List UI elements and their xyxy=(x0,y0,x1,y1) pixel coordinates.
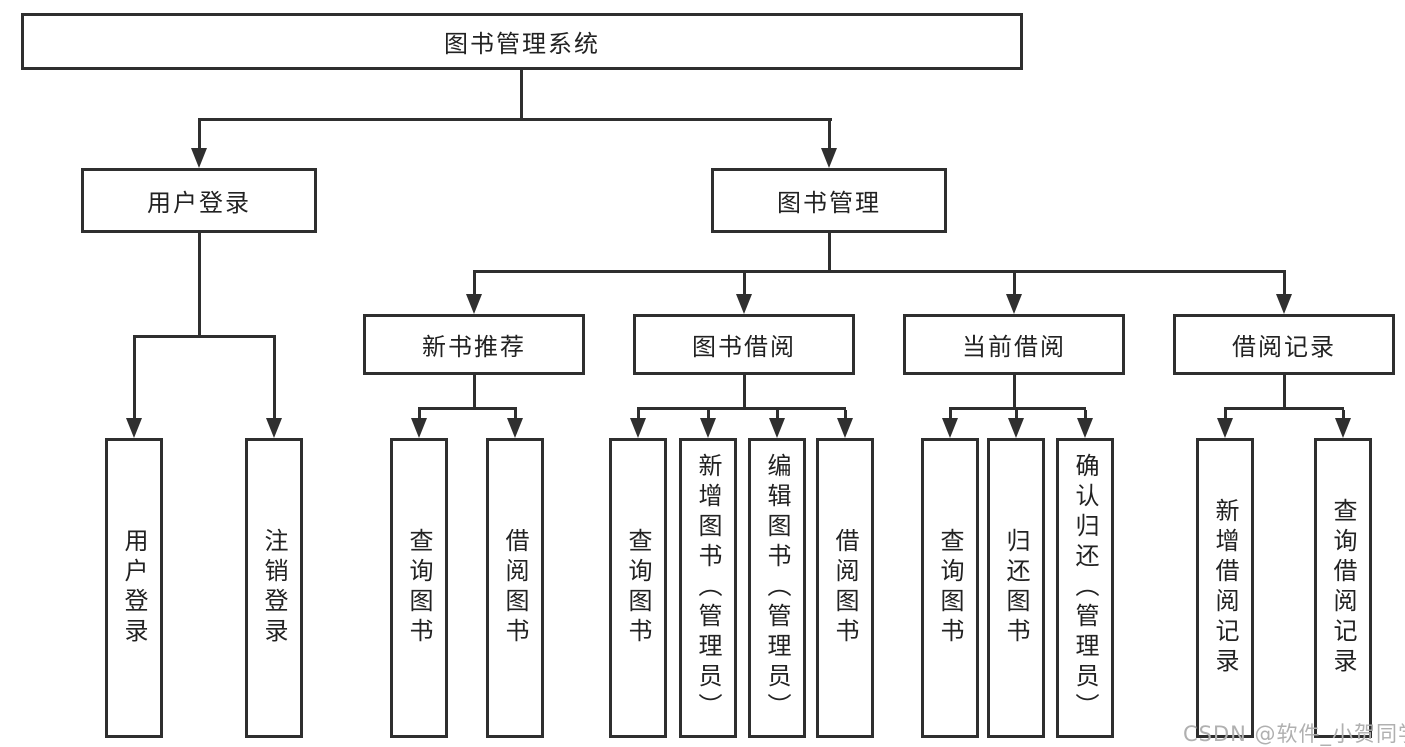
leaf-add-books-admin: 新增图书（管理员） xyxy=(679,438,737,738)
node-label: 图书管理系统 xyxy=(444,30,600,58)
csdn-watermark: CSDN @软件_小贺同学 xyxy=(1183,722,1405,746)
leaf-query-books-borrow: 查询图书 xyxy=(609,438,667,738)
node-user-login: 用户登录 xyxy=(81,168,317,233)
arrow-down-icon xyxy=(630,418,646,438)
arrow-down-icon xyxy=(736,294,752,314)
connector-stem xyxy=(949,410,952,420)
connector-stem xyxy=(1224,410,1227,420)
arrow-down-icon xyxy=(769,418,785,438)
leaf-borrow-books-recommend: 借阅图书 xyxy=(486,438,544,738)
leaf-label: 查询借阅记录 xyxy=(1329,498,1357,678)
arrow-down-icon xyxy=(126,418,142,438)
arrow-down-icon xyxy=(837,418,853,438)
connector-stem xyxy=(273,338,276,420)
arrow-down-icon xyxy=(1008,418,1024,438)
connector-recommend-bar xyxy=(418,407,517,410)
connector-stem xyxy=(133,338,136,420)
connector-stem xyxy=(473,273,476,296)
connector-stem xyxy=(1015,410,1018,420)
leaf-label: 编辑图书（管理员） xyxy=(763,453,791,723)
connector-userlogin-bar xyxy=(133,335,276,338)
connector-stem xyxy=(776,410,779,420)
leaf-query-books-recommend: 查询图书 xyxy=(390,438,448,738)
leaf-logout: 注销登录 xyxy=(245,438,303,738)
leaf-query-borrow-record: 查询借阅记录 xyxy=(1314,438,1372,738)
leaf-label: 查询图书 xyxy=(405,528,433,648)
node-current-borrowing: 当前借阅 xyxy=(903,314,1125,375)
node-book-management: 图书管理 xyxy=(711,168,947,233)
connector-stem xyxy=(743,273,746,296)
connector-recommend-stem xyxy=(473,375,476,410)
connector-stem xyxy=(828,121,831,150)
connector-stem xyxy=(1084,410,1087,420)
leaf-borrow-books: 借阅图书 xyxy=(816,438,874,738)
node-library-management-system: 图书管理系统 xyxy=(21,13,1023,70)
connector-bookmgmt-stem xyxy=(828,233,831,273)
connector-current-bar xyxy=(949,407,1086,410)
arrow-down-icon xyxy=(942,418,958,438)
arrow-down-icon xyxy=(1217,418,1233,438)
arrow-down-icon xyxy=(1077,418,1093,438)
connector-stem xyxy=(707,410,710,420)
connector-records-stem xyxy=(1283,375,1286,410)
leaf-add-borrow-record: 新增借阅记录 xyxy=(1196,438,1254,738)
node-label: 当前借阅 xyxy=(962,333,1066,361)
leaf-query-books-current: 查询图书 xyxy=(921,438,979,738)
leaf-label: 借阅图书 xyxy=(501,528,529,648)
connector-stem xyxy=(844,410,847,420)
node-label: 借阅记录 xyxy=(1232,333,1336,361)
arrow-down-icon xyxy=(1335,418,1351,438)
leaf-label: 查询图书 xyxy=(624,528,652,648)
node-label: 用户登录 xyxy=(147,189,251,217)
connector-stem xyxy=(1013,273,1016,296)
connector-stem xyxy=(637,410,640,420)
leaf-label: 用户登录 xyxy=(120,528,148,648)
arrow-down-icon xyxy=(507,418,523,438)
arrow-down-icon xyxy=(821,148,837,168)
arrow-down-icon xyxy=(411,418,427,438)
node-label: 图书借阅 xyxy=(692,333,796,361)
arrow-down-icon xyxy=(466,294,482,314)
arrow-down-icon xyxy=(700,418,716,438)
arrow-down-icon xyxy=(266,418,282,438)
leaf-label: 查询图书 xyxy=(936,528,964,648)
leaf-label: 新增借阅记录 xyxy=(1211,498,1239,678)
arrow-down-icon xyxy=(1276,294,1292,314)
node-label: 图书管理 xyxy=(777,189,881,217)
leaf-label: 借阅图书 xyxy=(831,528,859,648)
leaf-label: 注销登录 xyxy=(260,528,288,648)
leaf-confirm-return-admin: 确认归还（管理员） xyxy=(1056,438,1114,738)
arrow-down-icon xyxy=(191,148,207,168)
node-label: 新书推荐 xyxy=(422,333,526,361)
node-book-borrowing: 图书借阅 xyxy=(633,314,855,375)
leaf-label: 确认归还（管理员） xyxy=(1071,453,1099,723)
connector-borrowing-bar xyxy=(637,407,846,410)
leaf-user-login: 用户登录 xyxy=(105,438,163,738)
node-new-book-recommendation: 新书推荐 xyxy=(363,314,585,375)
connector-current-stem xyxy=(1013,375,1016,410)
arrow-down-icon xyxy=(1006,294,1022,314)
connector-records-bar xyxy=(1224,407,1344,410)
connector-root-bar xyxy=(198,118,832,121)
connector-bookmgmt-bar xyxy=(473,270,1286,273)
connector-stem xyxy=(418,410,421,420)
connector-borrowing-stem xyxy=(743,375,746,410)
connector-stem xyxy=(514,410,517,420)
connector-root-stem xyxy=(520,70,523,118)
node-borrowing-records: 借阅记录 xyxy=(1173,314,1395,375)
connector-stem xyxy=(198,121,201,150)
connector-stem xyxy=(1283,273,1286,296)
connector-userlogin-stem xyxy=(198,233,201,338)
leaf-label: 新增图书（管理员） xyxy=(694,453,722,723)
leaf-label: 归还图书 xyxy=(1002,528,1030,648)
leaf-edit-books-admin: 编辑图书（管理员） xyxy=(748,438,806,738)
leaf-return-books: 归还图书 xyxy=(987,438,1045,738)
connector-stem xyxy=(1342,410,1345,420)
